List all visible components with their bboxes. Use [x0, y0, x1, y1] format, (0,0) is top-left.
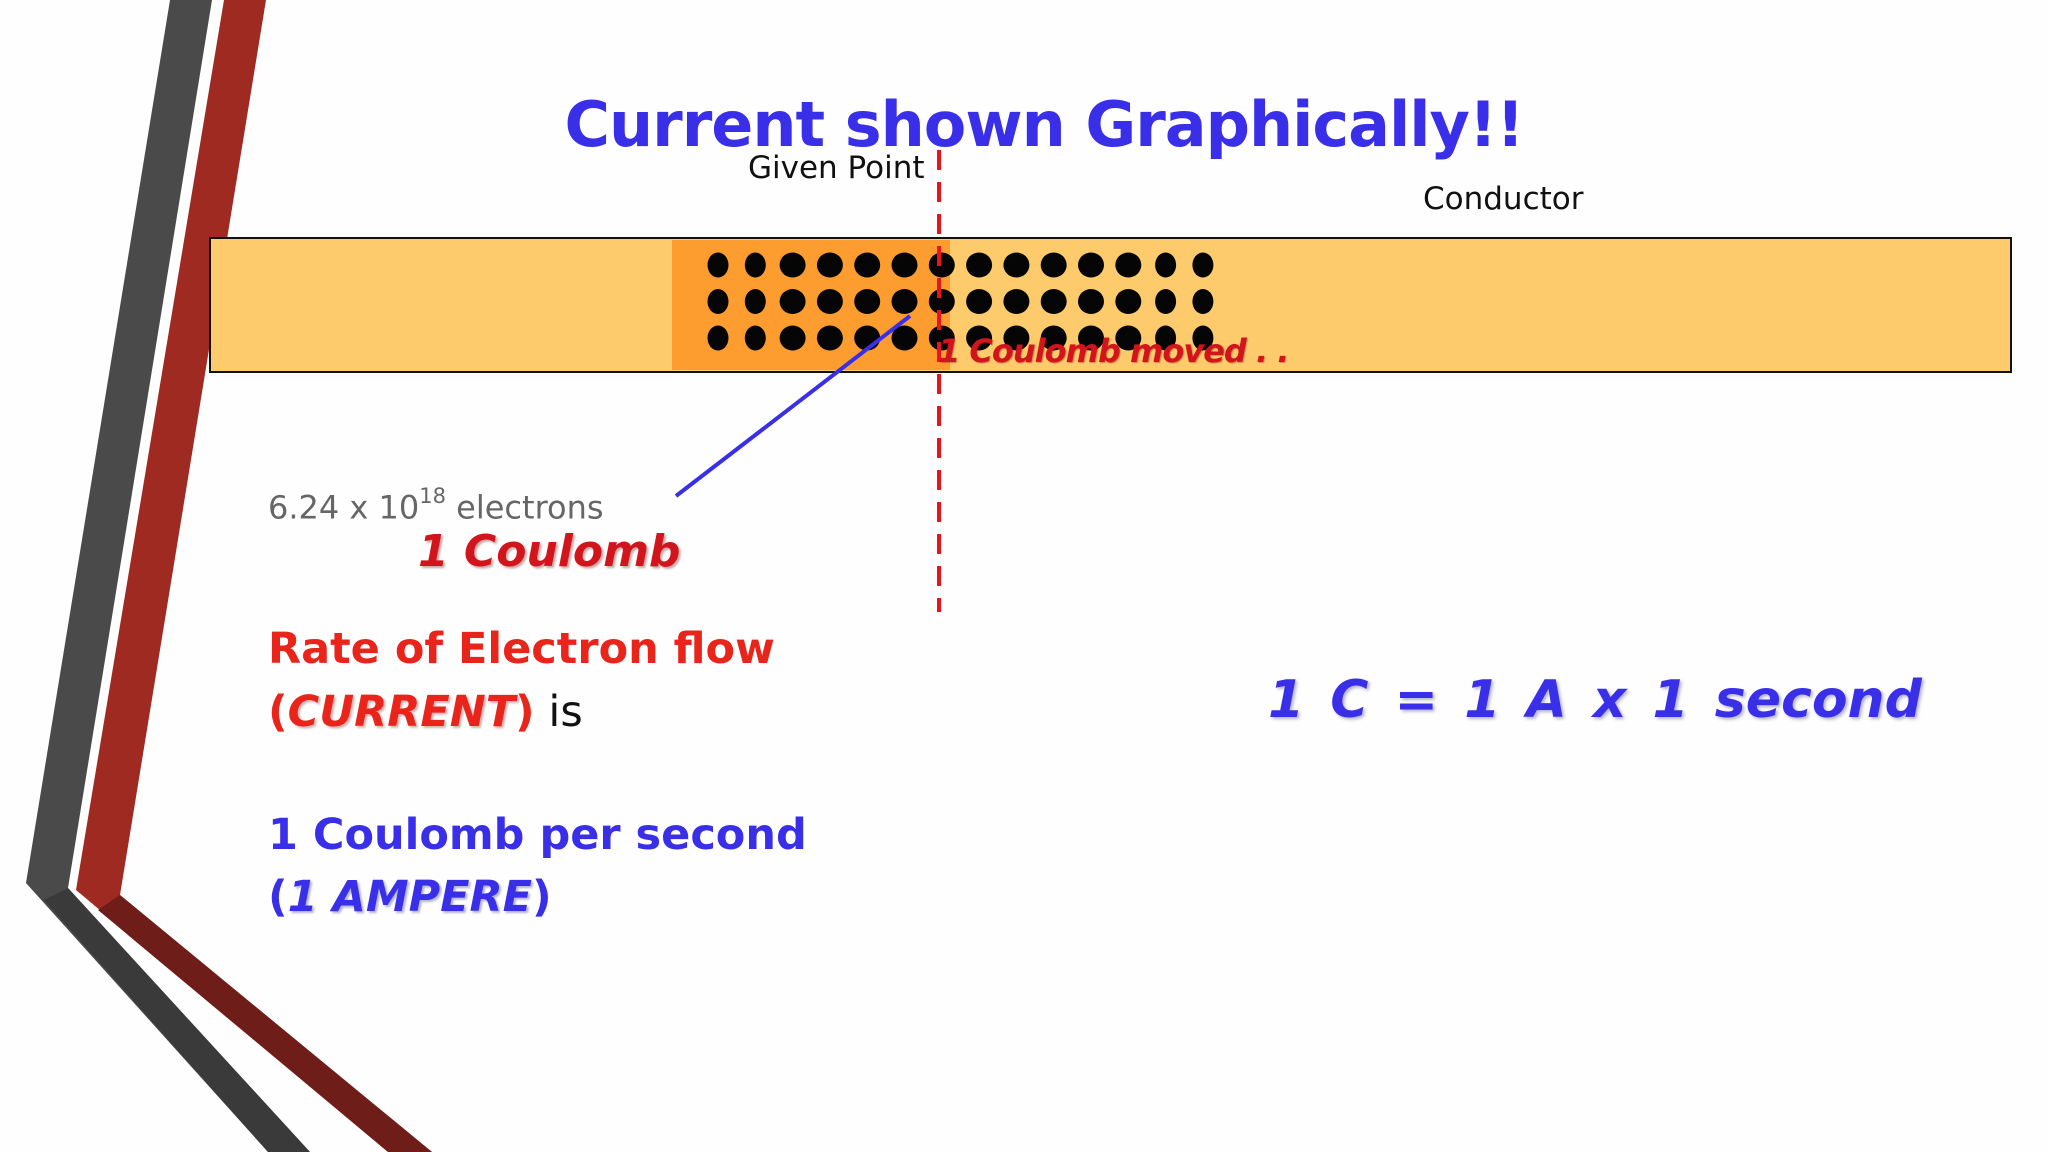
- red-stripe: [76, 0, 432, 1152]
- slide-title: Current shown Graphically!!: [564, 88, 1525, 161]
- electron-dot: [707, 325, 729, 351]
- electron-dot: [816, 252, 843, 278]
- electron-count-exponent: 18: [419, 484, 446, 508]
- dark-red-shadow: [98, 895, 432, 1152]
- electron-dot: [891, 252, 918, 278]
- electron-dot: [1115, 325, 1142, 351]
- electron-dot: [928, 325, 955, 351]
- electron-dot: [1192, 325, 1214, 351]
- electron-dot: [1155, 289, 1177, 314]
- electron-dot: [966, 252, 993, 278]
- electron-dot: [1078, 325, 1104, 351]
- given-point-label: Given Point: [748, 150, 925, 186]
- is-word: is: [534, 687, 583, 737]
- electron-dot: [891, 325, 918, 351]
- electron-dot: [1115, 289, 1142, 314]
- electron-count-unit: electrons: [445, 488, 604, 527]
- electron-dot: [1040, 252, 1067, 278]
- one-coulomb-label: 1 Coulomb: [418, 526, 681, 577]
- close-paren: ): [515, 687, 535, 737]
- electron-dot: [744, 252, 766, 278]
- per-second-line-1: 1 Coulomb per second: [268, 810, 807, 860]
- electron-dot: [1003, 252, 1030, 278]
- current-word: CURRENT: [287, 687, 516, 737]
- electron-dot: [928, 289, 955, 314]
- dark-gray-shadow: [44, 888, 310, 1152]
- electron-dot: [707, 289, 729, 314]
- electron-dot: [1115, 252, 1142, 278]
- electron-count: 6.24 x 1018 electrons: [268, 484, 604, 527]
- rate-line-2: (CURRENT) is: [268, 687, 583, 737]
- electron-dot: [1040, 289, 1067, 314]
- electron-dot: [1003, 325, 1030, 351]
- electron-dot: [744, 289, 766, 314]
- open-paren: (: [268, 872, 288, 922]
- electron-dot: [928, 252, 955, 278]
- electron-count-base: 6.24 x 10: [268, 488, 420, 527]
- conductor-label: Conductor: [1423, 181, 1584, 217]
- electron-dot: [1040, 325, 1067, 351]
- electron-dot: [891, 289, 918, 314]
- electron-dot: [1003, 289, 1030, 314]
- electron-dot: [707, 252, 729, 278]
- rate-line-1: Rate of Electron flow: [268, 624, 775, 674]
- ampere-word: 1 AMPERE: [287, 872, 532, 922]
- gray-stripe: [26, 0, 310, 1152]
- conductor-bar: [209, 237, 2012, 373]
- electron-dot: [1192, 252, 1214, 278]
- electron-dot: [854, 289, 881, 314]
- electron-dot: [966, 289, 993, 314]
- electron-dot: [816, 325, 843, 351]
- electron-dot: [1155, 252, 1177, 278]
- electron-dot: [1078, 252, 1104, 278]
- electron-dot: [779, 325, 806, 351]
- coulomb-equation: 1 C = 1 A x 1 second: [1268, 670, 1922, 730]
- electron-dot: [1078, 289, 1104, 314]
- electron-dot: [744, 325, 766, 351]
- electron-dot: [779, 252, 806, 278]
- open-paren: (: [268, 687, 288, 737]
- electron-dot: [966, 325, 993, 351]
- pointer-line: [674, 314, 912, 498]
- electron-dot: [816, 289, 843, 314]
- electron-dot: [779, 289, 806, 314]
- coulomb-moved-label: 1 Coulomb moved . .: [938, 332, 1289, 370]
- close-paren: ): [532, 872, 552, 922]
- electron-dot: [854, 252, 881, 278]
- per-second-line-2: (1 AMPERE): [268, 872, 552, 922]
- electron-dot: [1155, 325, 1177, 351]
- electron-dot: [1192, 289, 1214, 314]
